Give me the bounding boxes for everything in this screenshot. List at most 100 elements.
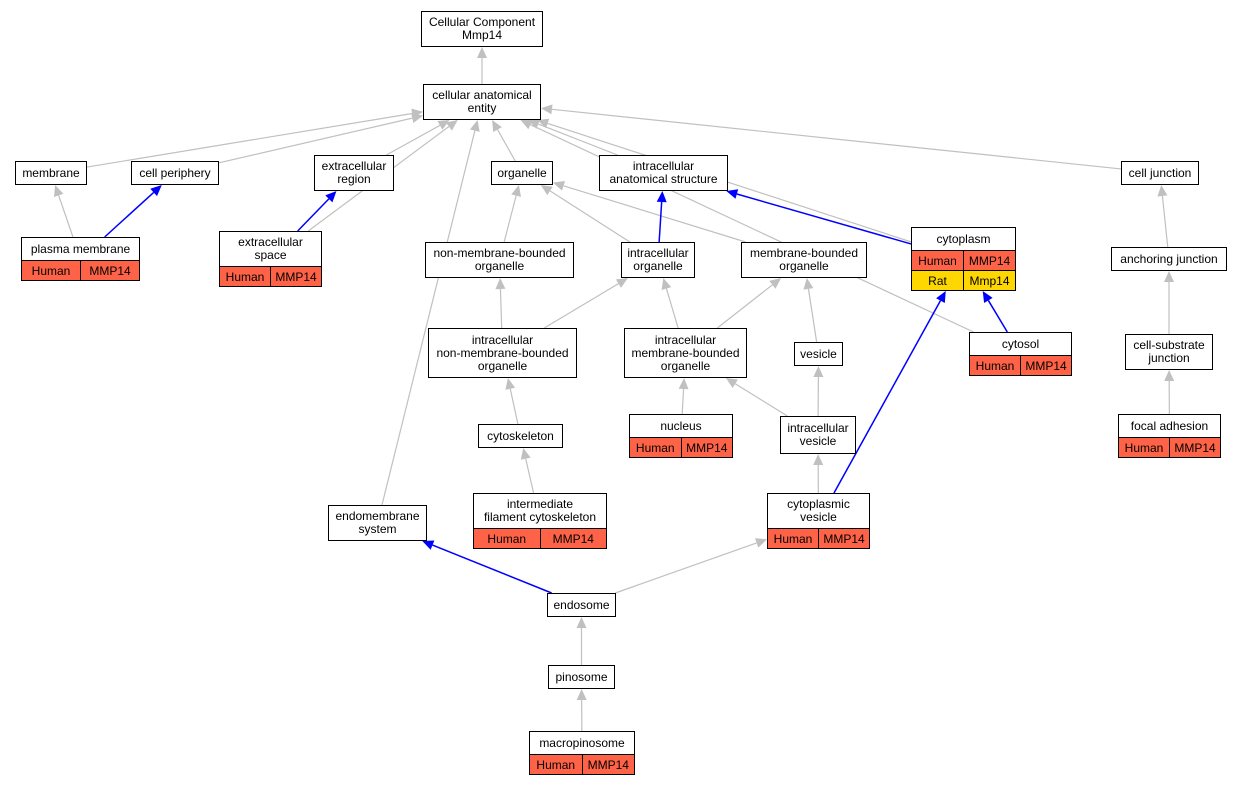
arrowhead-cae-to-root: [477, 47, 487, 58]
arrowhead-csj-to-anchoring_junction: [1164, 271, 1174, 282]
arrowhead-plasma_membrane-to-membrane: [54, 185, 64, 197]
edge-is-a-extracellular_region-to-cae: [386, 124, 441, 156]
term-node-endomembrane[interactable]: endomembrane system: [328, 505, 427, 541]
arrowhead-nucleus-to-imbo: [678, 378, 689, 390]
term-node-cytoskeleton[interactable]: cytoskeleton: [478, 424, 563, 448]
gene-label: MMP14: [1169, 438, 1220, 457]
term-node-extracellular-region[interactable]: extracellular region: [314, 155, 394, 191]
arrowhead-ifc-to-cytoskeleton: [520, 448, 531, 460]
term-node-cvesicle[interactable]: cytoplasmic vesicle: [767, 493, 870, 529]
gene-label: MMP14: [963, 251, 1015, 270]
edge-is-a-nmbo-to-organelle: [503, 195, 517, 243]
term-node-ias[interactable]: intracellular anatomical structure: [599, 155, 728, 191]
term-node-cell-junction[interactable]: cell junction: [1121, 161, 1199, 185]
edge-is-a-imbo-to-mbo: [716, 284, 773, 329]
term-node-imbo[interactable]: intracellular membrane-bounded organelle: [624, 328, 747, 378]
term-node-ivesicle[interactable]: intracellular vesicle: [780, 416, 856, 454]
arrowhead-ivesicle-to-vesicle: [813, 366, 824, 377]
term-node-inmbo[interactable]: intracellular non-membrane-bounded organ…: [428, 328, 577, 378]
edge-is-a-endosome-to-cvesicle: [615, 542, 757, 594]
arrowhead-extracellular_space-to-extracellular_region: [325, 191, 337, 203]
arrowhead-inmbo-to-io: [615, 278, 628, 288]
species-label: Human: [773, 531, 813, 546]
edge-part-of-extracellular_space-to-extracellular_region: [297, 198, 330, 232]
arrowhead-nmbo-to-organelle: [511, 185, 521, 197]
term-node-vesicle[interactable]: vesicle: [794, 342, 843, 366]
edge-part-of-io-to-ias: [658, 201, 663, 243]
edge-is-a-endomembrane-to-cae: [381, 130, 476, 506]
arrowhead-cytosol-to-cae: [520, 120, 533, 130]
annotation-row: Human MMP14: [1118, 437, 1221, 458]
edge-is-a-imbo-to-io: [665, 288, 679, 329]
term-node-plasma-membrane[interactable]: plasma membrane: [21, 237, 140, 261]
edge-is-a-cell_periphery-to-cae: [218, 117, 413, 164]
arrowhead-vesicle-to-mbo: [803, 278, 814, 290]
gene-label: MMP14: [581, 755, 635, 774]
arrowhead-endomembrane-to-cae: [470, 120, 480, 132]
edge-is-a-cytoskeleton-to-inmbo: [509, 388, 519, 425]
arrowhead-cytosol-to-cytoplasm: [982, 291, 993, 303]
arrowhead-cytoskeleton-to-inmbo: [505, 378, 516, 390]
edge-is-a-inmbo-to-nmbo: [499, 288, 503, 329]
arrowhead-imbo-to-io: [661, 278, 672, 290]
term-node-root[interactable]: Cellular Component Mmp14: [421, 11, 543, 47]
edge-is-a-ivesicle-to-imbo: [734, 383, 788, 417]
gene-label: MMP14: [680, 438, 733, 457]
edge-is-a-anchoring_junction-to-cell_junction: [1161, 195, 1169, 248]
edge-part-of-plasma_membrane-to-cell_periphery: [104, 191, 155, 238]
arrowhead-endosome-to-endomembrane: [422, 540, 435, 550]
term-node-cytoplasm[interactable]: cytoplasm: [911, 227, 1016, 251]
term-node-cae[interactable]: cellular anatomical entity: [423, 84, 541, 120]
term-node-io[interactable]: intracellular organelle: [621, 242, 695, 278]
term-node-ifc[interactable]: intermediate filament cytoskeleton: [473, 493, 607, 529]
arrowhead-pinosome-to-endosome: [576, 617, 587, 628]
arrowhead-anchoring_junction-to-cell_junction: [1157, 185, 1168, 197]
species-label: Human: [31, 263, 71, 278]
term-node-endosome[interactable]: endosome: [547, 593, 616, 617]
edge-part-of-cytosol-to-cytoplasm: [987, 300, 1008, 333]
arrowhead-io-to-organelle: [540, 185, 553, 196]
arrowhead-inmbo-to-nmbo: [495, 278, 506, 290]
term-node-focal-adhesion[interactable]: focal adhesion: [1118, 414, 1221, 438]
arrowhead-cvesicle-to-cytoplasm: [936, 291, 946, 303]
species-label: Human: [975, 358, 1015, 373]
edge-part-of-cytoplasm-to-ias: [736, 193, 912, 245]
term-node-csj[interactable]: cell-substrate junction: [1125, 334, 1213, 370]
arrowhead-ivesicle-to-imbo: [725, 378, 738, 388]
edge-part-of-cvesicle-to-cytoplasm: [833, 300, 942, 494]
term-node-anchoring-junction[interactable]: anchoring junction: [1111, 247, 1227, 271]
edge-is-a-membrane-to-cae: [86, 112, 413, 168]
edge-is-a-vesicle-to-mbo: [807, 288, 818, 343]
term-node-macropinosome[interactable]: macropinosome: [529, 731, 635, 755]
term-node-nmbo[interactable]: non-membrane-bounded organelle: [425, 242, 574, 278]
term-node-cytosol[interactable]: cytosol: [969, 332, 1072, 356]
arrowhead-io-to-ias: [656, 191, 667, 203]
gene-label: MMP14: [539, 529, 607, 548]
arrowhead-plasma_membrane-to-cell_periphery: [150, 185, 162, 197]
term-node-membrane[interactable]: membrane: [15, 161, 87, 185]
edge-part-of-endosome-to-endomembrane: [432, 544, 552, 594]
term-node-extracellular-space[interactable]: extracellular space: [219, 231, 322, 267]
term-node-cell-periphery[interactable]: cell periphery: [131, 161, 219, 185]
arrowhead-focal_adhesion-to-csj: [1164, 370, 1175, 381]
species-label: Human: [1124, 440, 1164, 455]
edge-is-a-inmbo-to-io: [543, 283, 619, 329]
edge-is-a-io-to-organelle: [549, 190, 631, 243]
arrowhead-organelle-to-cae: [492, 120, 502, 132]
term-node-pinosome[interactable]: pinosome: [548, 665, 615, 689]
edge-is-a-ifc-to-cytoskeleton: [525, 458, 535, 494]
term-node-nucleus[interactable]: nucleus: [629, 414, 733, 438]
arrowhead-cytoplasm-to-ias: [726, 189, 739, 199]
term-node-mbo[interactable]: membrane-bounded organelle: [741, 242, 867, 278]
term-node-organelle[interactable]: organelle: [491, 161, 553, 185]
